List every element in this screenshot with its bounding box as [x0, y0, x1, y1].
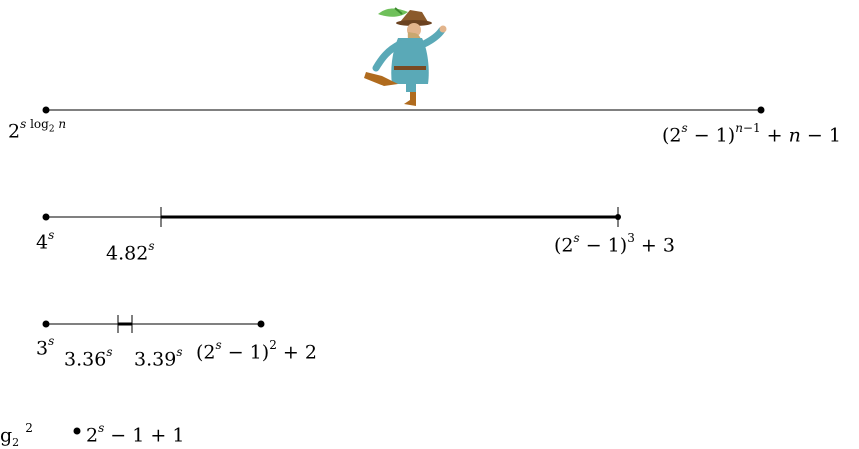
row-4-right-label: 2s − 1 + 1: [86, 421, 185, 447]
row-3-left-label: 3s: [36, 334, 55, 360]
row-2-left-point: [42, 213, 50, 221]
row-3: [42, 315, 265, 333]
row-3-mid-label-2: 3.39s: [134, 345, 183, 371]
row-2-right-label: (2s − 1)3 + 3: [554, 231, 675, 257]
row-2-left-label: 4s: [36, 228, 55, 254]
row-4: [73, 427, 81, 435]
row-2-mid-label: 4.82s: [106, 239, 155, 265]
row-3-left-point: [42, 320, 50, 328]
row-2-right-point: [615, 214, 621, 220]
row-1-right-point: [757, 106, 765, 114]
row-2: [42, 207, 621, 227]
row-4-left-label: g2 2: [0, 421, 33, 449]
row-4-point: [73, 427, 81, 435]
row-1: [42, 106, 765, 114]
row-3-right-label: (2s − 1)2 + 2: [196, 338, 317, 364]
row-1-right-label: (2s − 1)n−1 + n − 1: [662, 121, 841, 147]
row-3-right-point: [257, 320, 265, 328]
row-3-mid-label-1: 3.36s: [64, 345, 113, 371]
dancing-gnome-icon: [364, 7, 447, 106]
row-1-left-point: [42, 106, 50, 114]
row-1-left-label: 2s log2 n: [8, 117, 67, 143]
